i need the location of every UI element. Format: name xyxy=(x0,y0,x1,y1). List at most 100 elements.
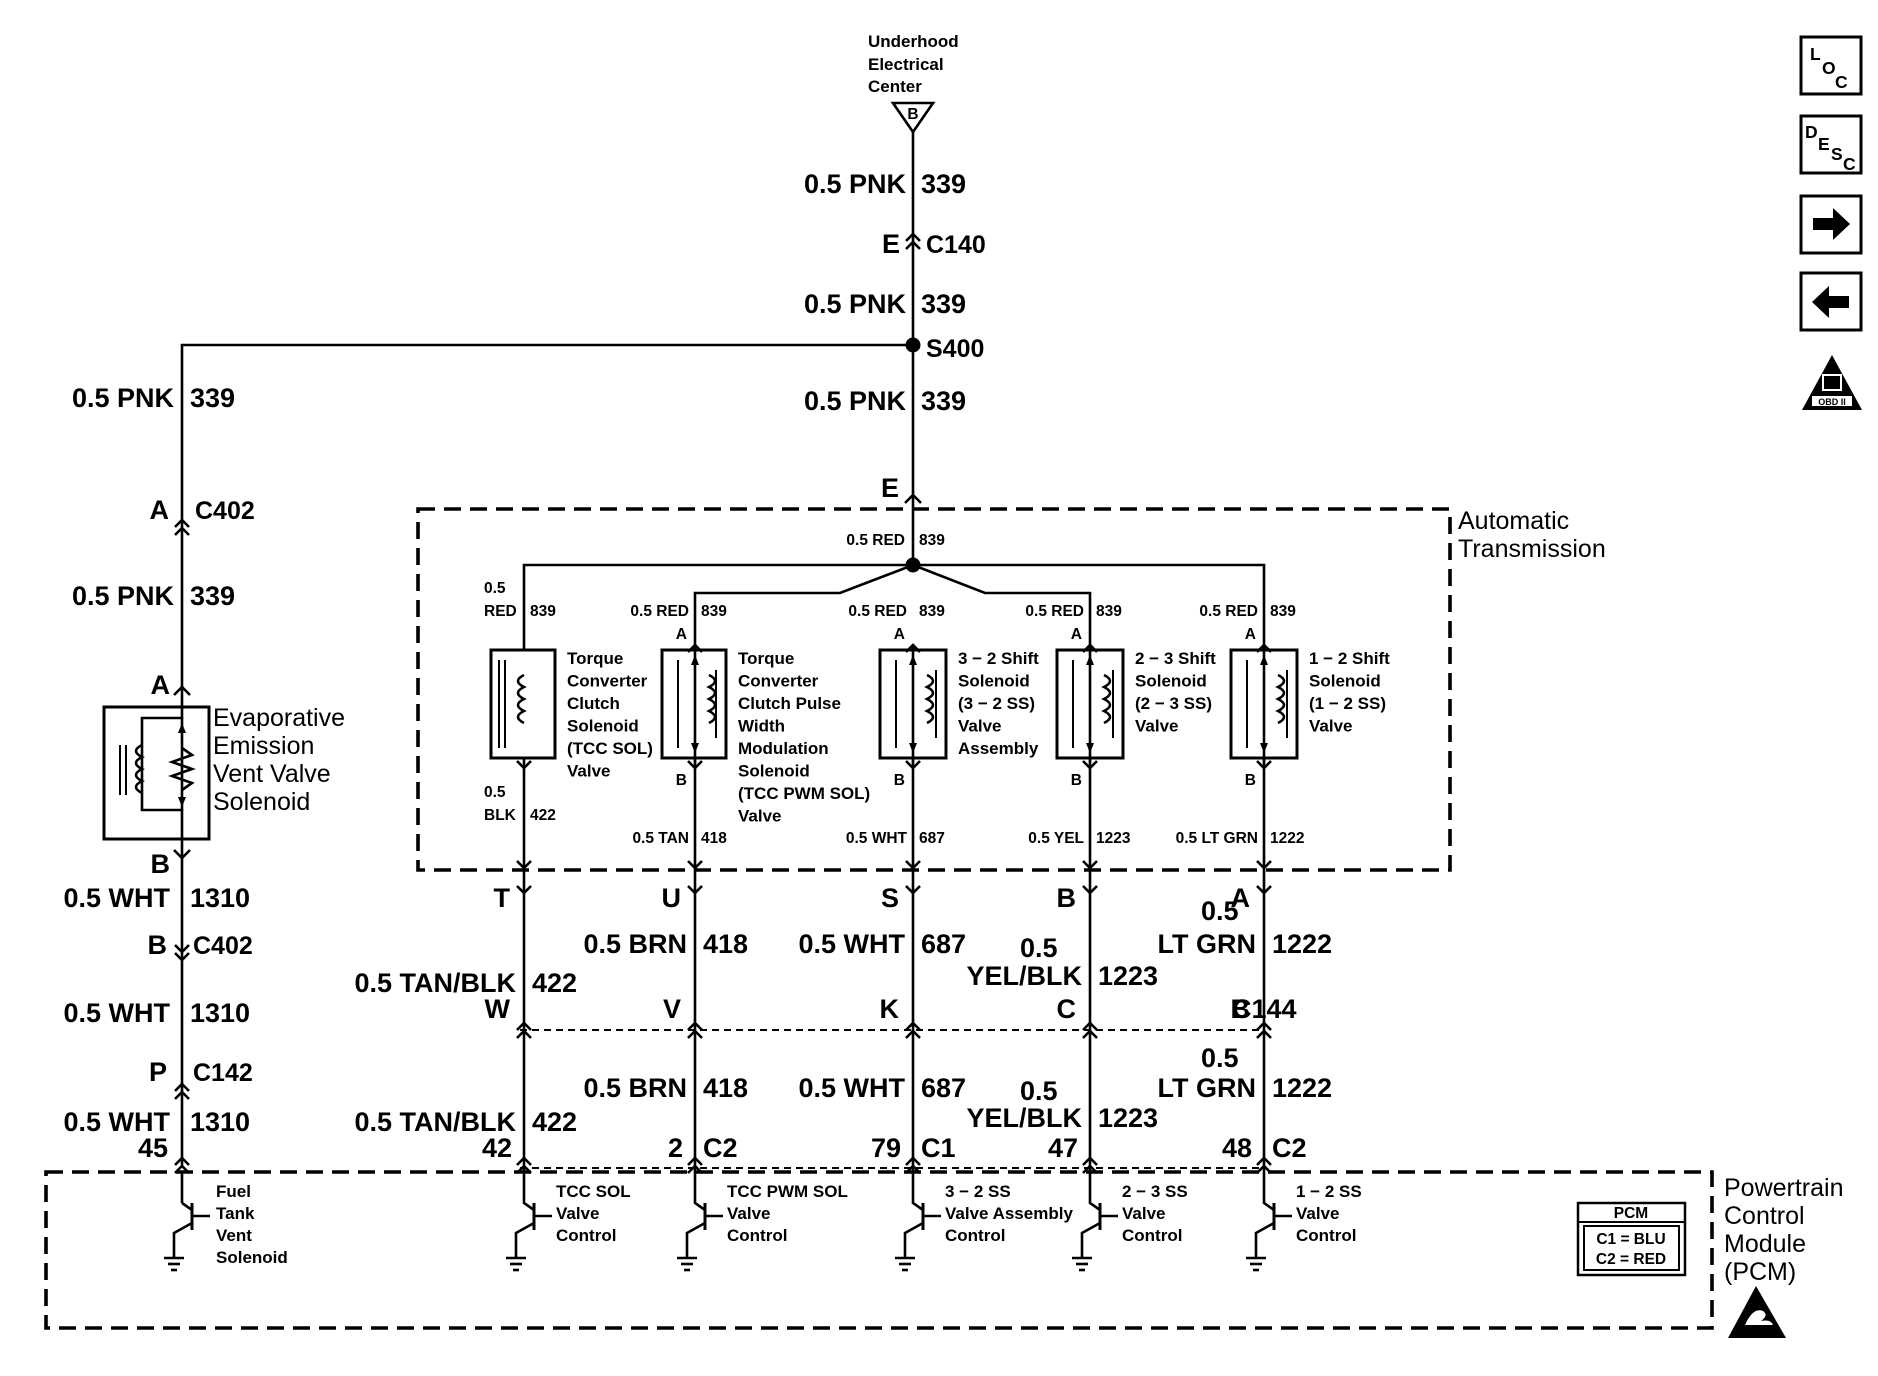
forward-button[interactable] xyxy=(1799,194,1863,255)
solenoid-name-line2: Converter xyxy=(738,672,819,691)
bottom-circuit: 687 xyxy=(919,830,945,847)
pcm-pin-icon xyxy=(516,1156,532,1174)
trans-conn-out-icon xyxy=(1256,860,1272,870)
pcm-desc-line1: 3 − 2 SS xyxy=(945,1182,1011,1201)
wire1-gauge: 0.5 TAN/BLK xyxy=(354,968,516,998)
solenoid-name-line7: (TCC PWM SOL) xyxy=(738,784,870,803)
solenoid-name-line2: Solenoid xyxy=(1135,672,1207,691)
desc-letter-e: E xyxy=(1818,134,1830,154)
evap-name-line1: Evaporative xyxy=(213,704,345,732)
evap-pin-a: A xyxy=(151,670,171,700)
wire2-gauge: 0.5 TAN/BLK xyxy=(354,1107,516,1137)
trans-conn-out-icon xyxy=(516,860,532,870)
pcm-desc-line3: Control xyxy=(1122,1226,1182,1245)
c140-pin: E xyxy=(882,229,900,259)
pcm-conn: C1 xyxy=(921,1133,956,1163)
solenoid-symbol xyxy=(660,645,728,763)
wire2-circuit: 418 xyxy=(703,1073,748,1103)
pcm-desc-line2: Valve xyxy=(1122,1204,1166,1223)
c144-pin: W xyxy=(485,994,511,1024)
pcm-table-row-2: C2 = RED xyxy=(1596,1251,1666,1268)
pcm-frame xyxy=(44,1170,1714,1330)
bottom-gauge: 0.5 LT GRN xyxy=(1176,830,1258,847)
pcm-label-line2: Control xyxy=(1724,1202,1805,1230)
trans-conn-pin-icon xyxy=(516,885,532,895)
desc-letter-d: D xyxy=(1805,122,1818,142)
evap-pcm-desc-line3: Vent xyxy=(216,1226,252,1245)
solenoid-name-line6: Solenoid xyxy=(738,762,810,781)
wire-339-to-evap xyxy=(180,343,913,512)
obd-ii-label: OBD II xyxy=(1818,397,1846,407)
trans-e-connector-icon xyxy=(904,493,922,504)
c142-name: C142 xyxy=(193,1059,253,1087)
bottom-gauge: 0.5 TAN xyxy=(632,830,689,847)
conn-pin: T xyxy=(494,883,511,913)
pcm-desc-line3: Control xyxy=(945,1226,1005,1245)
solenoid-name-line5: Modulation xyxy=(738,739,829,758)
pcm-desc-line1: 1 − 2 SS xyxy=(1296,1182,1362,1201)
pcm-pin-icon xyxy=(905,1156,921,1174)
bus-839-tcc xyxy=(522,563,913,650)
arrow-left-icon xyxy=(1812,286,1849,318)
pcm-conn: C2 xyxy=(703,1133,738,1163)
evap-driver-transistor-icon xyxy=(164,1172,210,1272)
bottom-circuit: 1223 xyxy=(1096,830,1131,847)
solenoid-name-line1: 2 − 3 Shift xyxy=(1135,649,1216,668)
location-button[interactable]: L O C xyxy=(1799,35,1863,96)
solenoid-name-line4: Valve xyxy=(1135,717,1179,736)
wire2-gauge: 0.5 BRN xyxy=(583,1073,687,1103)
description-button[interactable]: D E S C xyxy=(1799,114,1863,175)
top-circuit: 839 xyxy=(1096,603,1122,620)
pcm-pin: 42 xyxy=(482,1133,512,1163)
wire1-gauge-line1: 0.5 xyxy=(1201,896,1239,926)
wire1-gauge-line2: YEL/BLK xyxy=(966,961,1082,991)
solenoid-name-line5: (TCC SOL) xyxy=(567,739,653,758)
automatic-transmission-frame xyxy=(416,507,1452,872)
evap-solenoid-symbol xyxy=(102,695,211,850)
solenoid-symbol xyxy=(1229,645,1299,763)
solenoid-name-line3: Clutch Pulse xyxy=(738,694,841,713)
solenoid-name-line1: Torque xyxy=(738,649,794,668)
solenoid-name-line4: Width xyxy=(738,717,785,736)
back-button[interactable] xyxy=(1799,271,1863,332)
pcm-connector-table: PCM C1 = BLU C2 = RED xyxy=(1576,1201,1687,1277)
bottom-gauge: 0.5 YEL xyxy=(1028,830,1084,847)
evap-pin-b: B xyxy=(151,849,171,879)
bus-839-pwm xyxy=(693,563,914,645)
wire2-gauge-line1: 0.5 xyxy=(1201,1043,1239,1073)
loc-letter-l: L xyxy=(1810,44,1821,64)
main-wire3-circuit: 339 xyxy=(921,386,966,416)
c402b-pin: B xyxy=(148,930,168,960)
underhood-label-line3: Center xyxy=(868,77,922,96)
solenoid-bottom-pin-icon xyxy=(687,760,703,770)
splice-s400-label: S400 xyxy=(926,335,984,363)
pcm-desc-line1: 2 − 3 SS xyxy=(1122,1182,1188,1201)
obd-ii-button[interactable]: OBD II xyxy=(1802,355,1862,410)
top-gauge: 0.5 RED xyxy=(848,603,907,620)
pcm-conn: C2 xyxy=(1272,1133,1307,1163)
evap-wire-d-circuit: 1310 xyxy=(190,1107,250,1137)
wire1-gauge-line1: 0.5 xyxy=(1020,933,1058,963)
trans-conn-out-icon xyxy=(905,860,921,870)
solenoid-name-line6: Valve xyxy=(567,762,611,781)
c144-connector-icon xyxy=(687,1021,703,1039)
pcm-label-line4: (PCM) xyxy=(1724,1258,1796,1286)
trans-conn-pin-icon xyxy=(1256,885,1272,895)
trans-conn-pin-icon xyxy=(905,885,921,895)
top-pin: A xyxy=(676,626,687,643)
pcm-desc-line2: Valve xyxy=(727,1204,771,1223)
pcm-pin: 48 xyxy=(1222,1133,1252,1163)
bottom-pin: B xyxy=(1071,772,1082,789)
c142-pin: P xyxy=(149,1057,167,1087)
underhood-pin-label: B xyxy=(907,106,918,123)
c402a-pin: A xyxy=(150,495,170,525)
trans-conn-pin-icon xyxy=(687,885,703,895)
trans-label-line2: Transmission xyxy=(1458,535,1606,563)
c140-name: C140 xyxy=(926,231,986,259)
evap-pin-b-icon xyxy=(173,849,191,860)
c402b-connector-icon xyxy=(174,944,190,962)
main-red-circuit: 839 xyxy=(919,532,945,549)
